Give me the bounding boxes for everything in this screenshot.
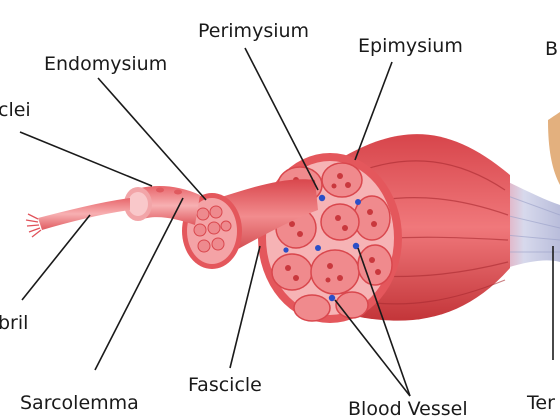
leader-epimysium	[354, 61, 393, 161]
leader-blood-vessel-1	[334, 299, 411, 397]
leader-sarcolemma	[94, 197, 184, 371]
label-fascicle: Fascicle	[188, 374, 262, 396]
muscle-cross-section	[258, 153, 402, 323]
muscle-fiber-shape	[124, 186, 200, 225]
leader-lines	[19, 47, 554, 397]
label-epimysium: Epimysium	[358, 35, 463, 57]
leader-perimysium	[244, 47, 319, 191]
leader-myofibril	[21, 214, 91, 301]
label-bone: B	[545, 38, 558, 60]
leader-nuclei	[19, 131, 153, 187]
myofibril-shape	[25, 198, 130, 238]
labels: Perimysium Epimysium Endomysium clei B b…	[0, 20, 558, 420]
tendon-shape	[500, 178, 560, 270]
label-sarcolemma: Sarcolemma	[20, 392, 139, 414]
label-blood-vessel: Blood Vessel	[348, 398, 468, 420]
label-myofibril: bril	[0, 312, 28, 334]
leader-fascicle	[229, 245, 261, 369]
label-tendon: Ter	[526, 392, 555, 414]
bone-shape	[548, 112, 560, 185]
label-endomysium: Endomysium	[44, 53, 167, 75]
label-perimysium: Perimysium	[198, 20, 309, 42]
label-nuclei: clei	[0, 99, 31, 121]
leader-blood-vessel-2	[357, 247, 411, 397]
leader-endomysium	[97, 77, 207, 201]
